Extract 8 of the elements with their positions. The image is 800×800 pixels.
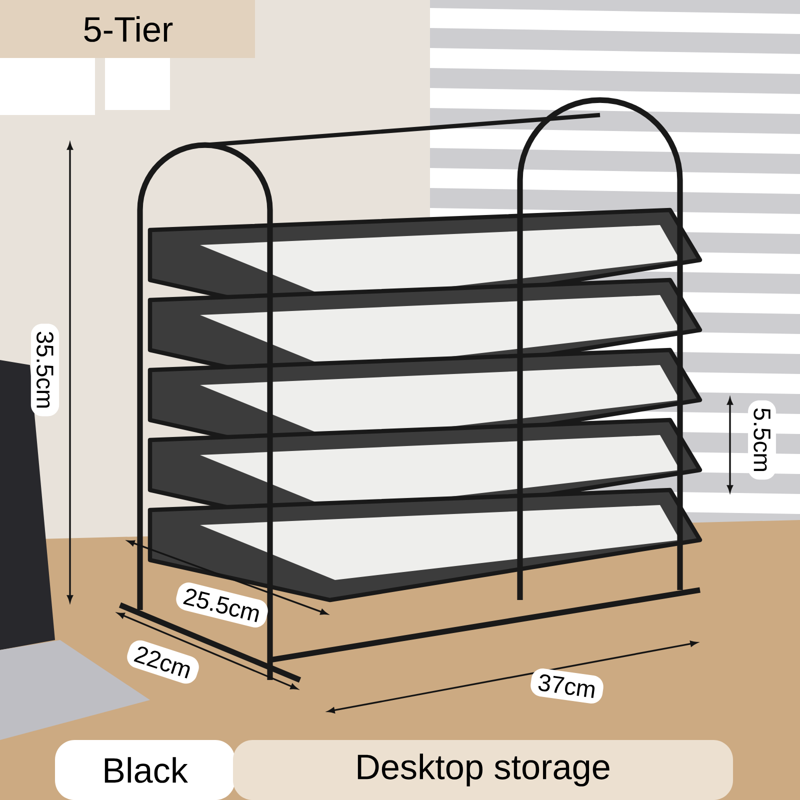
caption-banner: Desktop storage — [233, 740, 733, 800]
dimension-label: 25.5cm — [183, 588, 259, 622]
color-label: Black — [55, 740, 235, 800]
dimension-label: 37cm — [530, 668, 604, 704]
dimension-label: 5.5cm — [748, 400, 776, 480]
dimension-label: 22cm — [134, 646, 190, 678]
tier-banner: 5-Tier — [0, 0, 255, 58]
dimension-label: 35.5cm — [30, 324, 60, 416]
